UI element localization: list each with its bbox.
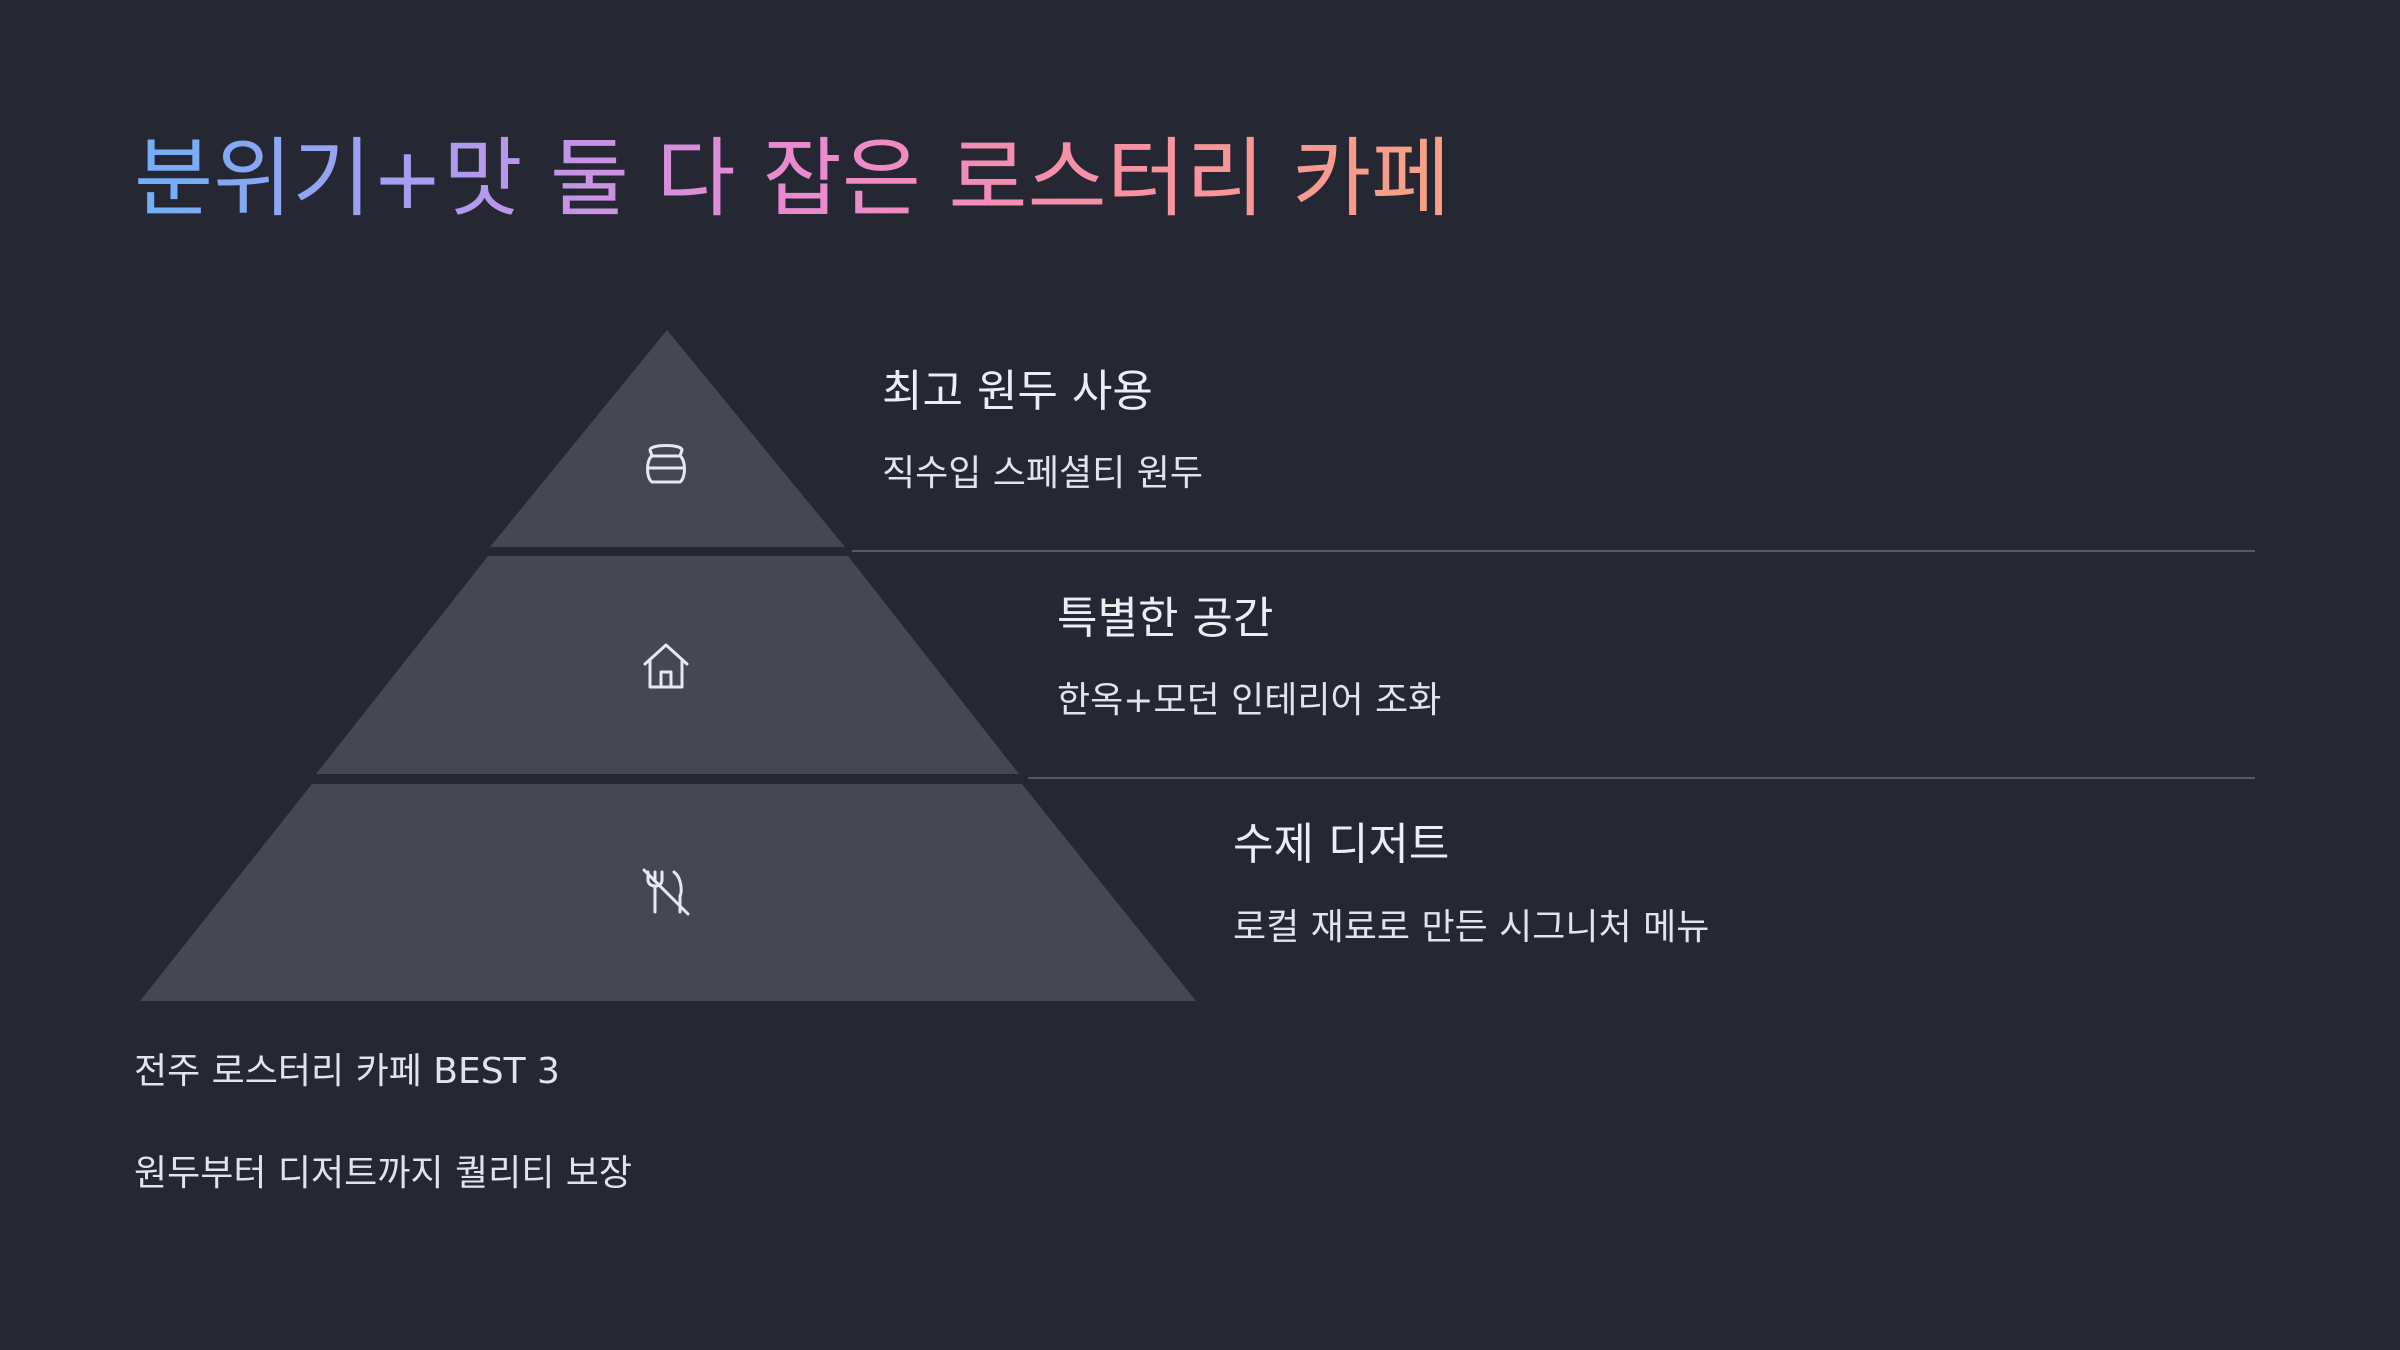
divider-1: [852, 550, 2255, 552]
level-1-description: 직수입 스페셜티 원두: [882, 453, 1203, 494]
level-3-description: 로컬 재료로 만든 시그니처 메뉴: [1233, 907, 1710, 948]
page-title: 분위기+맛 둘 다 잡은 로스터리 카페: [134, 128, 1450, 231]
pyramid-tier-middle: [316, 556, 1019, 774]
pyramid-tier-top: [490, 330, 845, 547]
no-utensils-icon: [636, 862, 696, 922]
level-3-heading: 수제 디저트: [1233, 819, 1450, 870]
coffee-cup-icon: [636, 434, 696, 494]
level-2-description: 한옥+모던 인테리어 조화: [1057, 680, 1442, 721]
level-2-heading: 특별한 공간: [1057, 593, 1274, 644]
house-icon: [636, 636, 696, 696]
footer-line-2: 원두부터 디저트까지 퀄리티 보장: [134, 1153, 633, 1194]
footer-line-1: 전주 로스터리 카페 BEST 3: [134, 1051, 560, 1092]
divider-2: [1028, 777, 2255, 779]
level-1-heading: 최고 원두 사용: [882, 366, 1153, 417]
